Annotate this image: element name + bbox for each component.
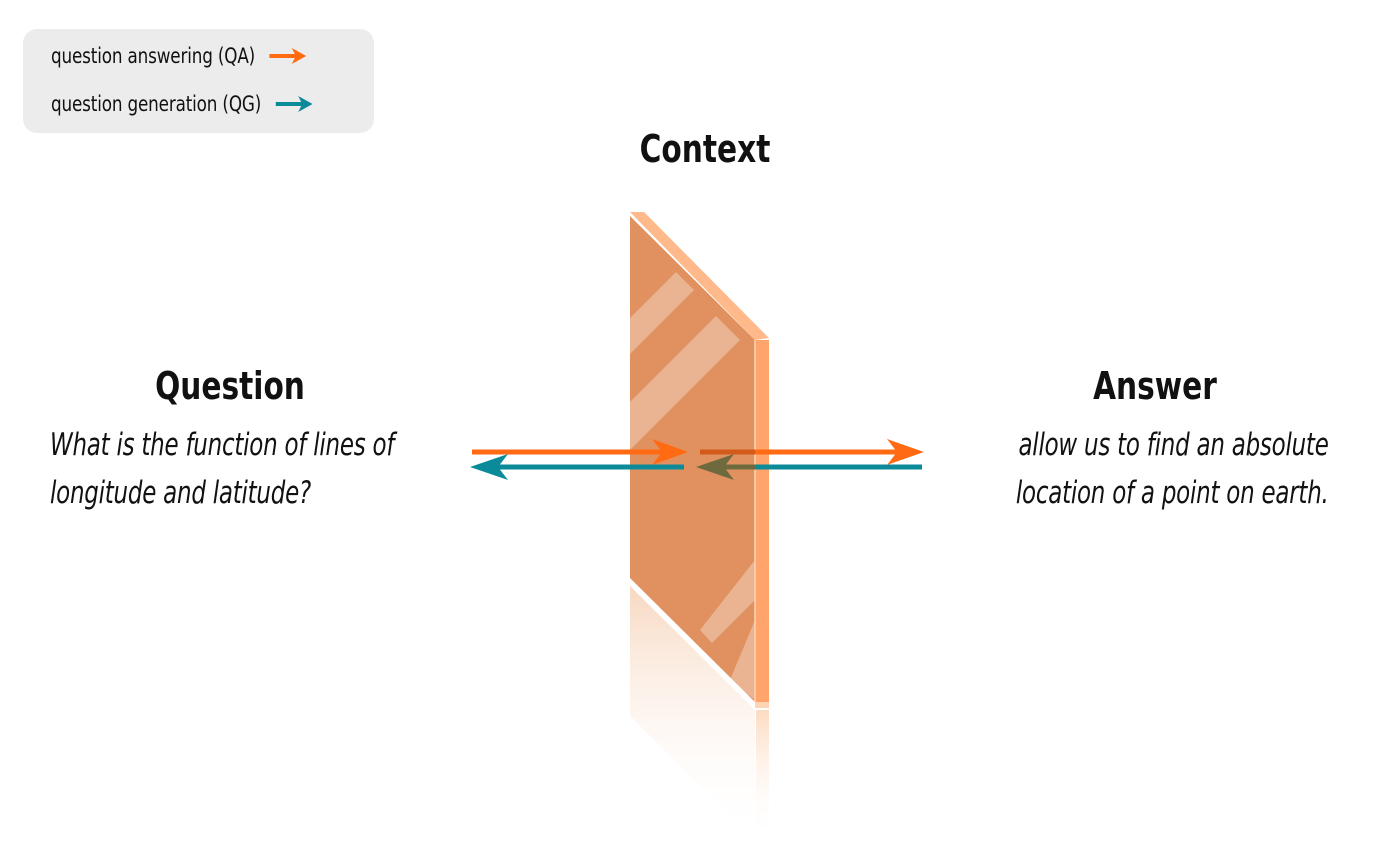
arrow-right-icon [275,96,313,112]
legend-box: question answering (QA) question generat… [23,29,374,133]
qa-arrow-out [700,439,924,465]
question-title: Question [155,364,305,408]
legend-item-qa: question answering (QA) [51,41,308,71]
legend-label-qa: question answering (QA) [51,44,256,68]
arrow-right-icon [269,48,307,64]
panel-reflection [630,586,769,840]
question-text: What is the function of lines of longitu… [50,421,394,517]
qa-arrow-in [472,439,688,465]
qg-arrow-inner-head [696,454,755,480]
panel-top-edge [630,212,769,340]
context-title: Context [639,127,771,171]
answer-line-1: allow us to find an absolute [1018,427,1329,463]
answer-text: allow us to find an absolute location of… [1016,421,1329,517]
qg-arrow-out [470,454,684,480]
question-line-1: What is the function of lines of [50,427,395,463]
answer-title: Answer [1093,364,1217,408]
context-panel [630,216,755,702]
legend-label-qg: question generation (QG) [51,92,262,116]
panel-side-edge [755,340,769,702]
question-line-2: longitude and latitude? [50,475,311,511]
answer-line-2: location of a point on earth. [1016,475,1329,511]
legend-item-qg: question generation (QG) [51,89,314,119]
